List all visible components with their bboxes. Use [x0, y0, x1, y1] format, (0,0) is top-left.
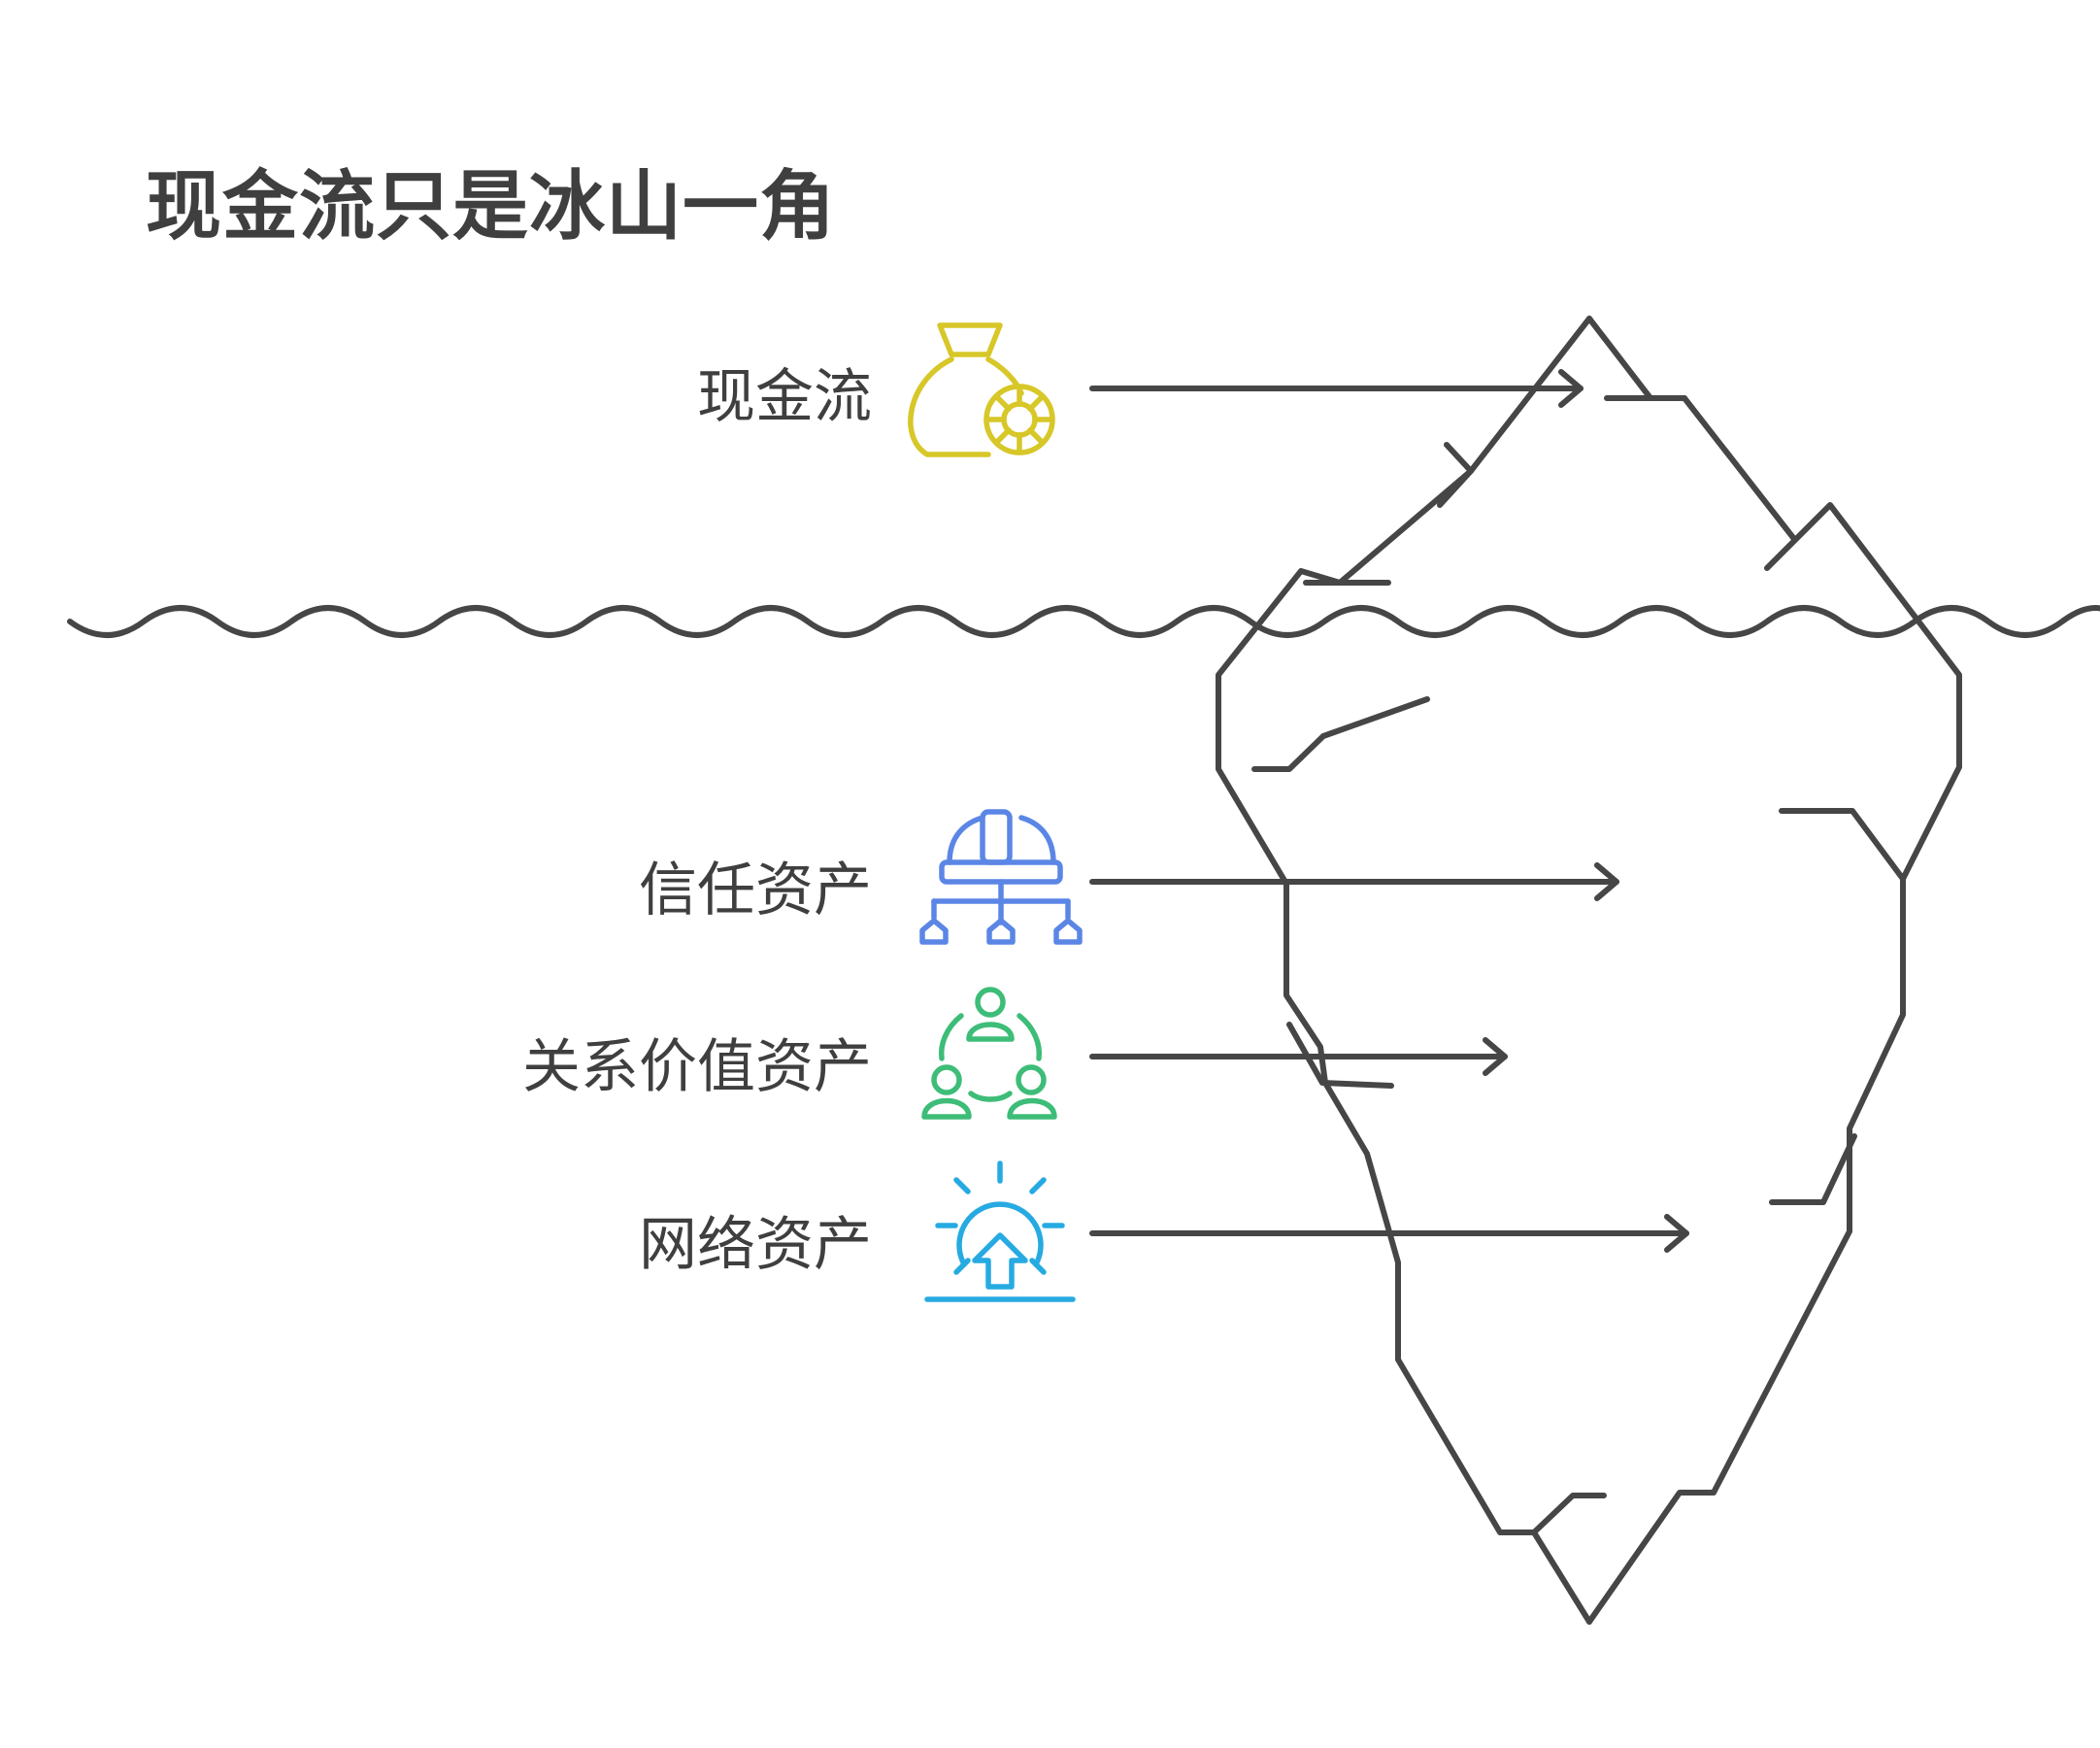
arrow-relation	[1089, 1037, 1508, 1076]
label-trust-assets: 信任资产	[639, 857, 872, 924]
hardhat-hierarchy-icon	[919, 809, 1083, 945]
arrow-network	[1089, 1214, 1689, 1253]
label-cash-flow: 现金流	[697, 363, 872, 431]
waterline	[67, 605, 2100, 638]
sunrise-arrow-icon	[924, 1160, 1076, 1302]
label-relationship-assets: 关系价值资产	[522, 1033, 872, 1101]
diagram-title: 现金流只是冰山一角	[146, 163, 837, 251]
people-network-icon	[921, 987, 1057, 1120]
arrow-trust	[1089, 862, 1619, 901]
money-bag-icon	[908, 322, 1055, 457]
arrow-cash	[1089, 369, 1583, 408]
label-network-assets: 网络资产	[639, 1211, 872, 1279]
iceberg	[1216, 316, 1962, 1625]
